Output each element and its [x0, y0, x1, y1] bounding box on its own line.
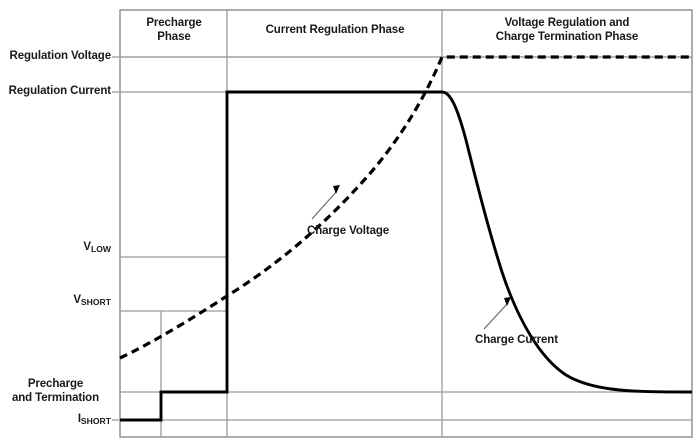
- axis-label-regulation-voltage: Regulation Voltage: [0, 50, 112, 63]
- axis-label-v-short-main: V: [73, 294, 81, 306]
- phase-header-precharge-line2: Phase: [157, 30, 191, 43]
- phase-header-voltage-regulation-line2: Charge Termination Phase: [495, 30, 639, 43]
- axis-label-precharge-termination: Precharge and Termination: [0, 378, 111, 405]
- axis-label-i-short-main: I: [77, 413, 81, 425]
- annotation-charge-current: Charge Current: [475, 334, 558, 346]
- annotation-charge-voltage: Charge Voltage: [307, 225, 389, 237]
- axis-label-precharge-termination-line1: Precharge: [27, 378, 84, 390]
- phase-header-current-regulation-label: Current Regulation Phase: [265, 24, 405, 36]
- annotation-charge-current-text: Charge Current: [475, 334, 558, 346]
- axis-label-v-low: VLOW: [0, 241, 111, 254]
- axis-label-precharge-termination-line2: and Termination: [11, 391, 100, 404]
- plot-frame: [119, 9, 693, 438]
- phase-header-current-regulation: Current Regulation Phase: [232, 24, 438, 38]
- phase-header-voltage-regulation-line1: Voltage Regulation and: [504, 17, 630, 29]
- charge-current-leader-line: [483, 302, 509, 330]
- axis-label-i-short-sub: SHORT: [80, 416, 111, 426]
- axis-label-v-short: VSHORT: [0, 294, 111, 307]
- charge-current-arrowhead: [504, 297, 511, 306]
- charge-voltage-leader-line: [311, 190, 338, 220]
- charge-voltage-arrowhead: [333, 185, 340, 194]
- axis-label-regulation-current: Regulation Current: [0, 85, 111, 98]
- phase-header-precharge-line1: Precharge: [146, 17, 202, 29]
- axis-label-v-short-sub: SHORT: [80, 297, 111, 307]
- phase-header-precharge: Precharge Phase: [128, 17, 220, 44]
- charge-voltage-curve: [119, 55, 692, 360]
- axis-label-regulation-current-text: Regulation Current: [8, 85, 111, 97]
- axis-label-v-low-main: V: [83, 241, 91, 253]
- phase-header-voltage-regulation: Voltage Regulation and Charge Terminatio…: [447, 17, 687, 44]
- axis-label-v-low-sub: LOW: [90, 244, 111, 254]
- axis-label-i-short: ISHORT: [0, 413, 111, 426]
- axis-label-regulation-voltage-text: Regulation Voltage: [9, 50, 112, 62]
- charge-current-curve: [120, 90, 693, 422]
- annotation-charge-voltage-text: Charge Voltage: [307, 225, 390, 237]
